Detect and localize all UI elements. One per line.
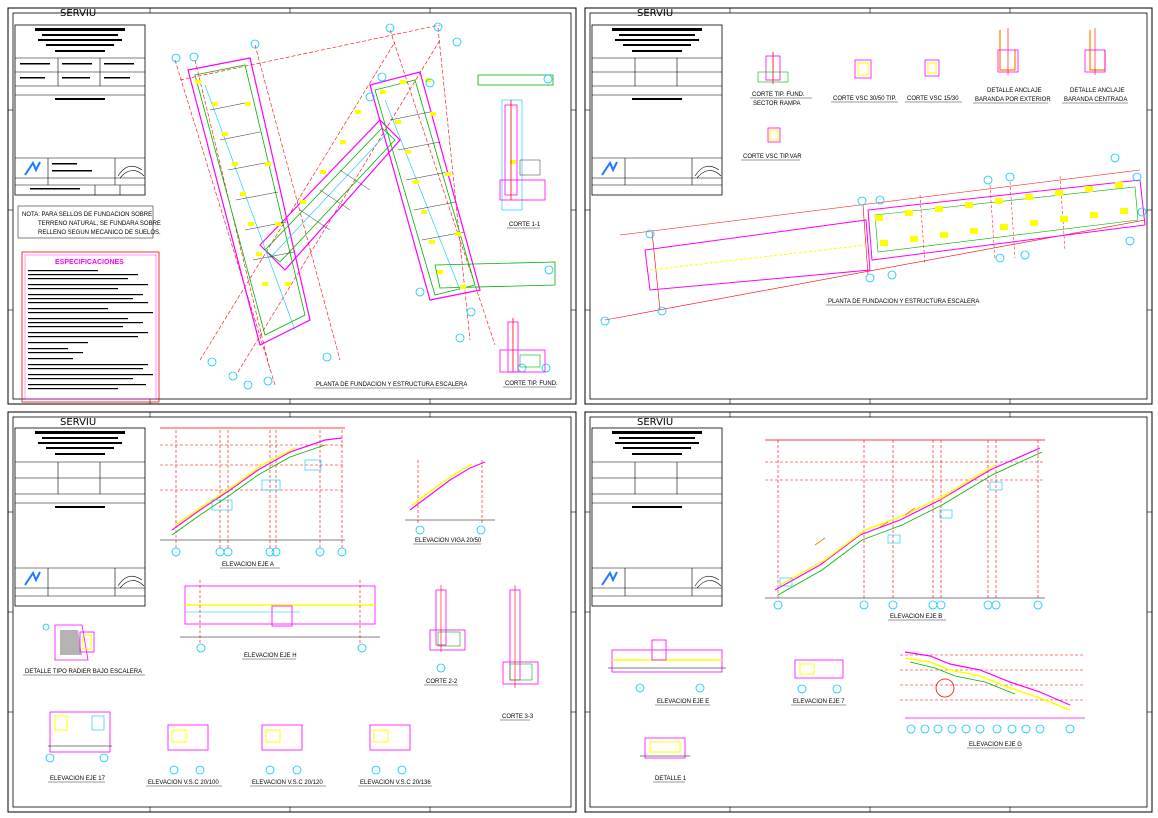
brand-label: SERVIU xyxy=(637,8,673,19)
elevation-axis-17 xyxy=(45,711,112,763)
section-2-2-title: CORTE 2-2 xyxy=(426,679,458,685)
brand-label: SERVIU xyxy=(60,417,96,428)
slab-detail-title: DETALLE TIPO RADIER BAJO ESCALERA xyxy=(25,669,142,675)
elevation-axis-7-title: ELEVACION EJE 7 xyxy=(793,699,845,705)
section-2-2 xyxy=(429,585,466,673)
foundation-note: NOTA: PARA SELLOS DE FUNDACION SOBRE TER… xyxy=(17,205,161,239)
specifications-box: ESPECIFICACIONES xyxy=(21,251,160,403)
elevation-axis-e-title: ELEVACION EJE E xyxy=(657,699,709,705)
elevation-axis-17-title: ELEVACION EJE 17 xyxy=(50,776,106,782)
anclaje-cen-title-1: DETALLE ANCLAJE xyxy=(1070,88,1125,94)
sheet-bottom-right: SERVIU xyxy=(584,411,1153,813)
beam-elevation-title: ELEVACION VIGA 20/50 xyxy=(415,538,482,544)
sheet-top-left: SERVIU xyxy=(7,7,577,405)
brand-label: SERVIU xyxy=(60,8,96,19)
elevation-axis-b-title: ELEVACION EJE B xyxy=(890,614,942,620)
anclaje-ext-title-1: DETALLE ANCLAJE xyxy=(987,88,1042,94)
elevation-axis-g-title: ELEVACION EJE G xyxy=(969,742,1022,748)
note-line-2: TERRENO NATURAL, SE FUNDARA SOBRE xyxy=(38,221,161,227)
typical-footing-section xyxy=(499,318,546,373)
elevation-axis-a xyxy=(160,427,347,557)
slab-detail xyxy=(42,623,95,661)
elevation-axis-7 xyxy=(794,659,844,694)
note-line-1: NOTA: PARA SELLOS DE FUNDACION SOBRE xyxy=(22,212,152,218)
section-3-3-title: CORTE 3-3 xyxy=(502,714,534,720)
sheet-bottom-left: SERVIU xyxy=(7,411,577,813)
detail-1 xyxy=(640,737,690,759)
section-3-3 xyxy=(502,585,539,688)
title-block xyxy=(591,24,723,196)
elevation-axis-g xyxy=(900,651,1085,734)
vsc3050-title: CORTE VSC 30/50 TIP. xyxy=(833,96,897,102)
anclaje-ext-title-2: BARANDA POR EXTERIOR xyxy=(975,97,1051,103)
corte-tip-rampa-title-1: CORTE TIP. FUND. xyxy=(752,92,805,98)
vsc-elevations xyxy=(167,724,411,775)
title-block xyxy=(14,24,146,196)
anclaje-cen-title-2: BARANDA CENTRADA xyxy=(1064,97,1127,103)
elevation-axis-a-title: ELEVACION EJE A xyxy=(222,562,274,568)
plan-title: PLANTA DE FUNDACION Y ESTRUCTURA ESCALER… xyxy=(828,299,979,305)
vsc1530-title: CORTE VSC 15/30 xyxy=(907,96,959,102)
typical-footing-title: CORTE TIP. FUND. xyxy=(505,381,558,387)
elevation-axis-b xyxy=(765,439,1045,610)
vsc-20-136-title: ELEVACION V.S.C 20/136 xyxy=(360,780,431,786)
inclined-stair-plan xyxy=(600,153,1147,326)
section-1-1-title: CORTE 1-1 xyxy=(509,222,541,228)
title-block xyxy=(591,427,723,607)
section-1-1 xyxy=(499,100,546,201)
vsc-20-120-title: ELEVACION V.S.C 20/120 xyxy=(252,780,323,786)
plan-title: PLANTA DE FUNDACION Y ESTRUCTURA ESCALER… xyxy=(316,382,467,388)
foundation-plan-drawing xyxy=(171,22,556,390)
corte-tip-rampa-title-2: SECTOR RAMPA xyxy=(753,101,800,107)
elevation-axis-h-title: ELEVACION EJE H xyxy=(244,653,297,659)
note-line-3: RELLENO SEGUN MECANICO DE SUELOS. xyxy=(38,230,161,236)
sheet-top-right: SERVIU xyxy=(584,7,1153,405)
title-block xyxy=(14,427,146,607)
elevation-axis-h xyxy=(180,580,380,653)
vsc-20-100-title: ELEVACION V.S.C 20/100 xyxy=(148,780,219,786)
detail-sections-row xyxy=(757,28,1106,143)
detail-1-title: DETALLE 1 xyxy=(655,776,687,782)
vsc-tip-var-title: CORTE VSC TIP.VAR xyxy=(743,154,802,160)
beam-elevation-20-50 xyxy=(405,460,495,535)
brand-label: SERVIU xyxy=(637,417,673,428)
elevation-axis-e xyxy=(608,639,726,693)
specifications-title: ESPECIFICACIONES xyxy=(55,259,124,266)
